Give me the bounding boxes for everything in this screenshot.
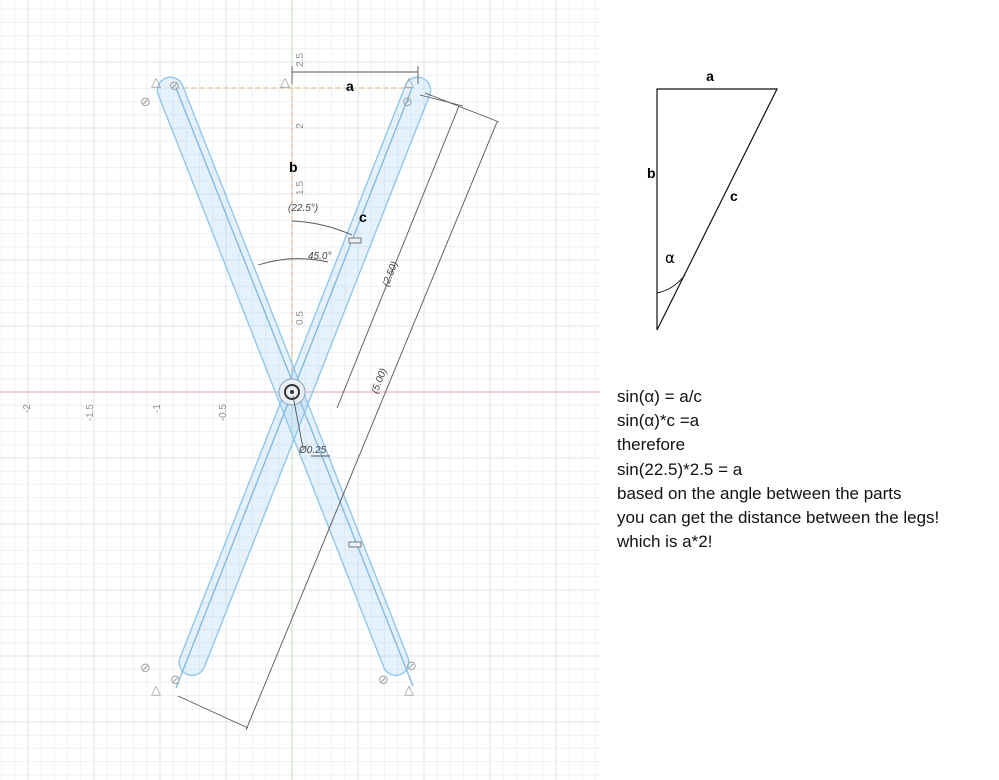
pivot-center	[290, 390, 294, 394]
pivot-joint[interactable]	[278, 378, 306, 406]
midpoint-marker	[348, 541, 362, 548]
extension-line	[424, 92, 500, 123]
notes: sin(α) = a/c sin(α)*c =a therefore sin(2…	[617, 385, 939, 554]
triangle-label-a: a	[706, 68, 714, 84]
x-tick-label: -2	[22, 404, 33, 413]
note-line: sin(α)*c =a	[617, 411, 700, 431]
coincident-constraint-icon: ⊘	[170, 673, 181, 688]
x-tick-label: -0.5	[218, 404, 229, 422]
fix-constraint-icon: △	[151, 75, 161, 90]
fix-constraint-icon: △	[280, 75, 290, 90]
y-tick-label: 1.5	[295, 181, 306, 195]
pivot-hole	[284, 384, 300, 400]
label-c: c	[359, 209, 367, 225]
y-tick-label: 0.5	[295, 311, 306, 325]
triangle-diagram: a b c α	[647, 68, 778, 331]
label-b: b	[289, 159, 298, 175]
sketch-canvas: -2 -1.5 -1 -0.5 2.5 2 1.5 0.5 △ ⊘ ⊘ △ △ …	[0, 0, 600, 780]
x-tick-label: -1	[152, 404, 163, 413]
leg-left-body	[156, 76, 410, 677]
grid	[0, 0, 600, 780]
x-tick-labels: -2 -1.5 -1 -0.5	[22, 404, 229, 422]
leg-right-body	[178, 76, 432, 677]
y-tick-label: 2.5	[295, 53, 306, 67]
leg-right[interactable]	[175, 73, 434, 689]
note-line: which is a*2!	[617, 532, 713, 552]
fix-constraint-icon: △	[151, 683, 161, 698]
angle-full-value: 45.0°	[308, 251, 331, 262]
right-triangle	[656, 88, 778, 331]
angle-dimension-full[interactable]: 45.0°	[257, 251, 331, 266]
diameter-dimension[interactable]: Ø0.25	[292, 395, 330, 457]
angle-arc	[257, 258, 329, 266]
fix-constraint-icon: △	[404, 75, 414, 90]
extension-line	[419, 94, 464, 107]
dimension-line	[245, 121, 498, 731]
leader-line	[292, 395, 304, 449]
note-line: sin(α) = a/c	[617, 387, 702, 406]
triangle-label-c: c	[730, 188, 738, 204]
coincident-constraint-icon: ⊘	[402, 95, 413, 110]
triangle-label-alpha: α	[665, 249, 675, 267]
coincident-constraint-icon: ⊘	[140, 661, 151, 676]
midpoint-marker	[348, 237, 362, 244]
coincident-constraint-icon: ⊘	[140, 95, 151, 110]
dimension-line	[336, 105, 460, 409]
note-line: based on the angle between the parts	[617, 483, 902, 503]
y-tick-labels: 2.5 2 1.5 0.5	[295, 53, 306, 325]
angle-arc	[291, 220, 353, 236]
fix-constraint-icon: △	[404, 683, 414, 698]
label-a: a	[346, 78, 354, 94]
angle-dimension-half[interactable]: (22.5°)	[288, 203, 353, 236]
coincident-constraint-icon: ⊘	[378, 673, 389, 688]
note-line: sin(22.5)*2.5 = a	[617, 459, 743, 479]
dimension-a[interactable]	[291, 66, 419, 84]
constraint-glyphs: △ ⊘ ⊘ △ △ ⊘ ⊘ △ ⊘ ⊘ ⊘ △	[140, 75, 417, 698]
angle-half-value: (22.5°)	[288, 203, 318, 214]
note-line: therefore	[617, 435, 686, 455]
alpha-arc	[656, 274, 686, 294]
coincident-constraint-icon: ⊘	[406, 659, 417, 674]
length-full-value: (5.00)	[370, 367, 390, 395]
triangle-label-b: b	[647, 165, 656, 181]
fix-constraint-icon: ⊘	[169, 79, 180, 94]
y-tick-label: 2	[295, 123, 306, 129]
note-line: you can get the distance between the leg…	[617, 508, 940, 528]
x-tick-label: -1.5	[85, 404, 96, 422]
extension-line	[177, 695, 249, 729]
diameter-value: Ø0.25	[298, 445, 327, 456]
